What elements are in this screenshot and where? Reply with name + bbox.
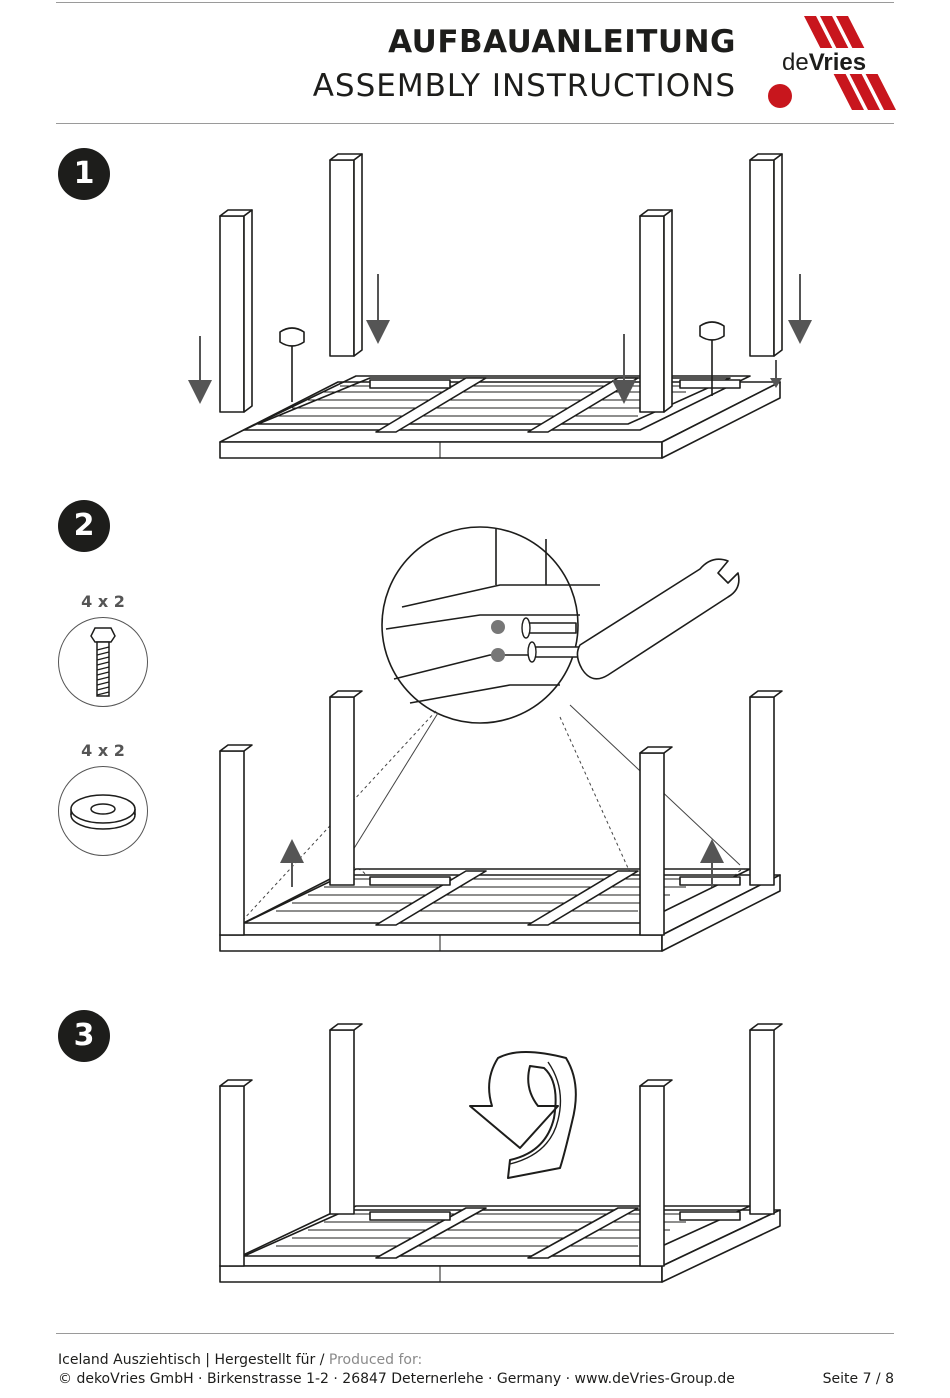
logo-text-light: de	[782, 49, 809, 76]
bolt-icon	[90, 627, 116, 697]
step-1-illustration	[188, 153, 812, 459]
logo-dot	[768, 84, 792, 108]
wrench-icon	[576, 558, 740, 680]
down-arrows	[188, 274, 812, 404]
washer-quantity: 4 x 2	[81, 741, 125, 760]
footer-product: Iceland Ausziehtisch | Hergestellt für /	[58, 1352, 329, 1368]
logo-text-bold: Vries	[809, 49, 866, 76]
flip-arrow-icon	[469, 1051, 577, 1179]
up-arrows	[280, 839, 724, 887]
step-2-illustration	[219, 526, 783, 952]
top-rule	[56, 2, 894, 3]
devries-logo: deVries	[768, 16, 896, 110]
washer-icon	[70, 794, 136, 830]
step-3-illustration	[219, 1023, 783, 1283]
bolt-part	[58, 617, 148, 707]
step-2-badge: 2	[58, 500, 110, 552]
title-german: AUFBAUANLEITUNG	[388, 24, 736, 60]
table-assembled	[219, 690, 783, 952]
header-rule	[56, 123, 894, 124]
footer-rule	[56, 1333, 894, 1334]
bolt-quantity: 4 x 2	[81, 592, 125, 611]
page-number: Seite 7 / 8	[822, 1371, 894, 1387]
table-flipped	[219, 1023, 783, 1283]
table-top	[219, 375, 781, 459]
step-1-badge: 1	[58, 148, 110, 200]
corner-clips	[279, 321, 725, 402]
washer-part	[58, 766, 148, 856]
title-english: ASSEMBLY INSTRUCTIONS	[312, 68, 736, 104]
detail-magnifier	[381, 526, 600, 724]
footer-product-line: Iceland Ausziehtisch | Hergestellt für /…	[58, 1352, 422, 1368]
footer-address: © dekoVries GmbH · Birkenstrasse 1-2 · 2…	[58, 1371, 735, 1387]
footer-produced-for: Produced for:	[328, 1352, 423, 1368]
step-3-badge: 3	[58, 1010, 110, 1062]
svg-text:deVries: deVries	[782, 49, 866, 76]
table-legs	[219, 153, 783, 413]
